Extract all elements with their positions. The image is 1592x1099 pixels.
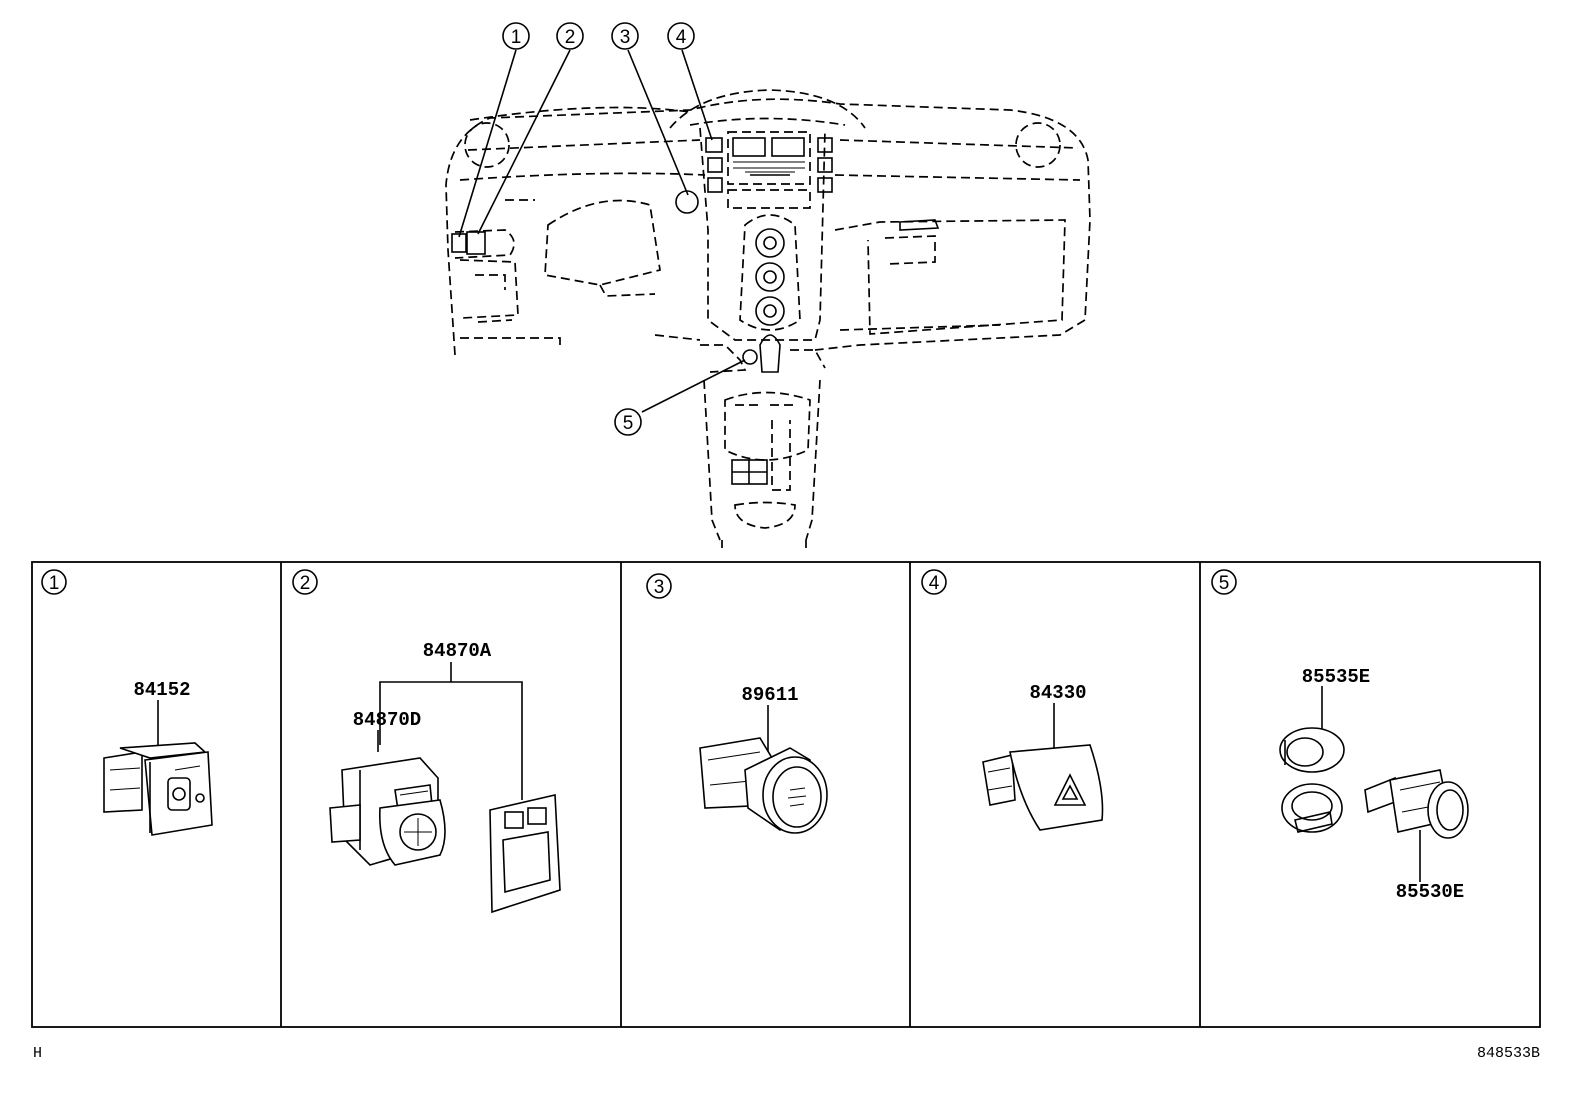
hazard-switch-84330-drawing xyxy=(982,744,1104,831)
svg-text:3: 3 xyxy=(620,27,631,48)
callout-4: 4 xyxy=(667,22,695,50)
panel-1-number: 1 xyxy=(41,569,67,595)
svg-text:2: 2 xyxy=(565,27,576,48)
start-switch-89611-drawing xyxy=(699,737,828,834)
corner-code-left: H xyxy=(33,1045,42,1062)
part-label-84870A: 84870A xyxy=(423,640,492,662)
part-label-84152: 84152 xyxy=(133,679,190,701)
svg-text:2: 2 xyxy=(300,573,311,594)
panel-2-number: 2 xyxy=(292,569,318,595)
panel-3-number: 3 xyxy=(646,573,672,599)
callout-5: 5 xyxy=(614,408,642,436)
panel-grid xyxy=(31,561,1541,1028)
svg-text:4: 4 xyxy=(676,27,687,48)
callout-leaders xyxy=(458,49,746,413)
panel-4-number: 4 xyxy=(921,569,947,595)
svg-text:3: 3 xyxy=(654,577,665,598)
switch-84152-drawing xyxy=(103,742,213,836)
dashboard-overview xyxy=(445,89,1091,548)
callout-1: 1 xyxy=(502,22,530,50)
part-label-84870D: 84870D xyxy=(353,709,421,731)
outlet-cap-85535E-drawing xyxy=(1279,727,1345,833)
svg-text:1: 1 xyxy=(511,27,522,48)
outlet-socket-85530E-drawing xyxy=(1364,769,1469,839)
part-label-84330: 84330 xyxy=(1029,682,1086,704)
callout-3: 3 xyxy=(611,22,639,50)
panel-5-number: 5 xyxy=(1211,569,1237,595)
part-label-85530E: 85530E xyxy=(1396,881,1464,903)
mirror-switch-84870D-drawing xyxy=(329,757,446,866)
switch-bezel-84870A-drawing xyxy=(489,794,561,914)
svg-text:4: 4 xyxy=(929,573,940,594)
part-label-89611: 89611 xyxy=(741,684,798,706)
svg-text:5: 5 xyxy=(623,413,634,434)
illustration-code: 848533B xyxy=(1477,1045,1540,1062)
part-label-85535E: 85535E xyxy=(1302,666,1370,688)
svg-text:5: 5 xyxy=(1219,573,1230,594)
callout-2: 2 xyxy=(556,22,584,50)
svg-text:1: 1 xyxy=(49,573,60,594)
